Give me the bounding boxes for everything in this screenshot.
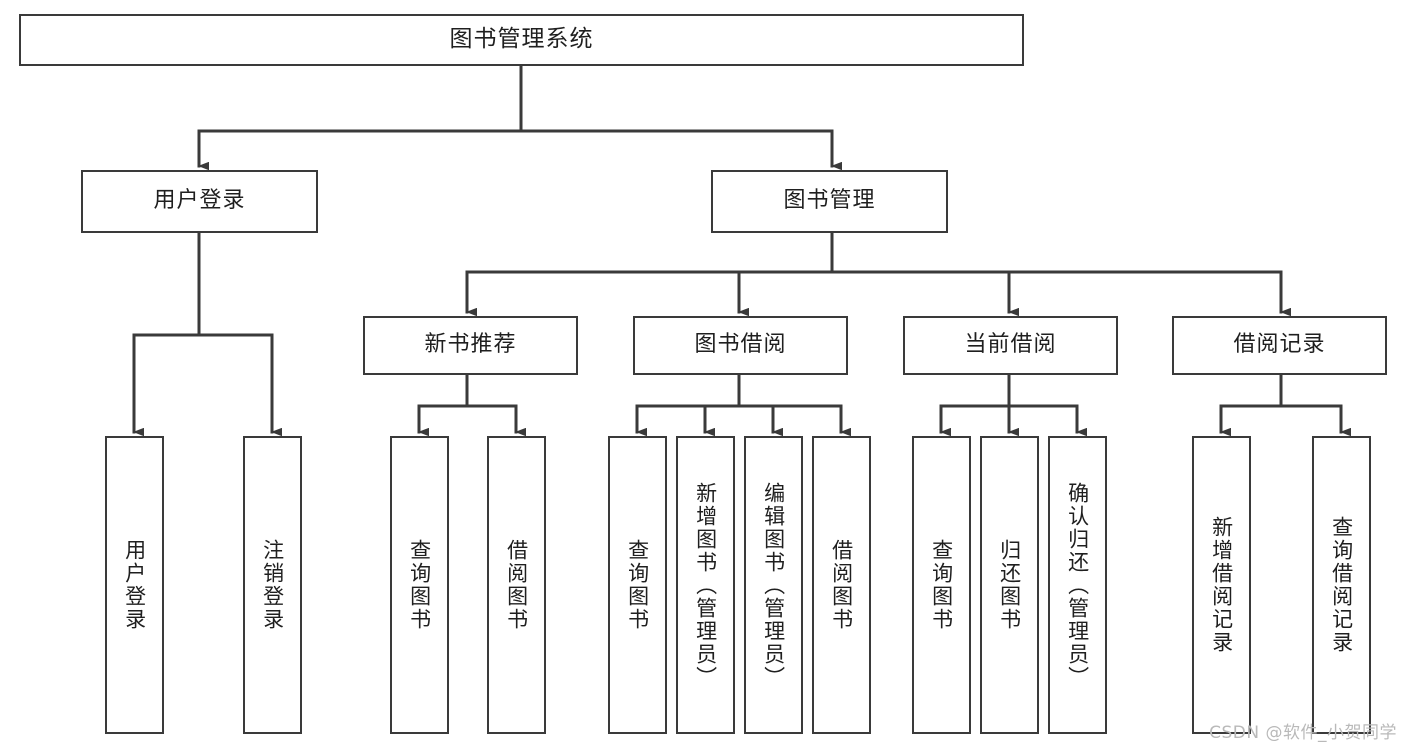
- node-leaf-query-borrow-record[interactable]: 查询借阅记录: [1312, 436, 1371, 734]
- node-leaf-query-book-recommend[interactable]: 查询图书: [390, 436, 449, 734]
- node-current-borrow[interactable]: 当前借阅: [903, 316, 1118, 375]
- node-leaf-borrow-book-recommend[interactable]: 借阅图书: [487, 436, 546, 734]
- node-book-borrow[interactable]: 图书借阅: [633, 316, 848, 375]
- node-leaf-add-borrow-record[interactable]: 新增借阅记录: [1192, 436, 1251, 734]
- node-book-management-system[interactable]: 图书管理系统: [19, 14, 1024, 66]
- node-leaf-return-book[interactable]: 归还图书: [980, 436, 1039, 734]
- node-leaf-logout-login[interactable]: 注销登录: [243, 436, 302, 734]
- csdn-watermark: CSDN @软件_小贺同学: [1209, 723, 1397, 743]
- node-leaf-query-book-borrow[interactable]: 查询图书: [608, 436, 667, 734]
- node-user-login[interactable]: 用户登录: [81, 170, 318, 233]
- node-borrow-record[interactable]: 借阅记录: [1172, 316, 1387, 375]
- node-leaf-query-book-current[interactable]: 查询图书: [912, 436, 971, 734]
- node-leaf-edit-book-admin[interactable]: 编辑图书（管理员）: [744, 436, 803, 734]
- node-new-book-recommend[interactable]: 新书推荐: [363, 316, 578, 375]
- node-leaf-user-login[interactable]: 用户登录: [105, 436, 164, 734]
- node-leaf-add-book-admin[interactable]: 新增图书（管理员）: [676, 436, 735, 734]
- node-leaf-borrow-book-borrow[interactable]: 借阅图书: [812, 436, 871, 734]
- node-book-management[interactable]: 图书管理: [711, 170, 948, 233]
- node-leaf-confirm-return-admin[interactable]: 确认归还（管理员）: [1048, 436, 1107, 734]
